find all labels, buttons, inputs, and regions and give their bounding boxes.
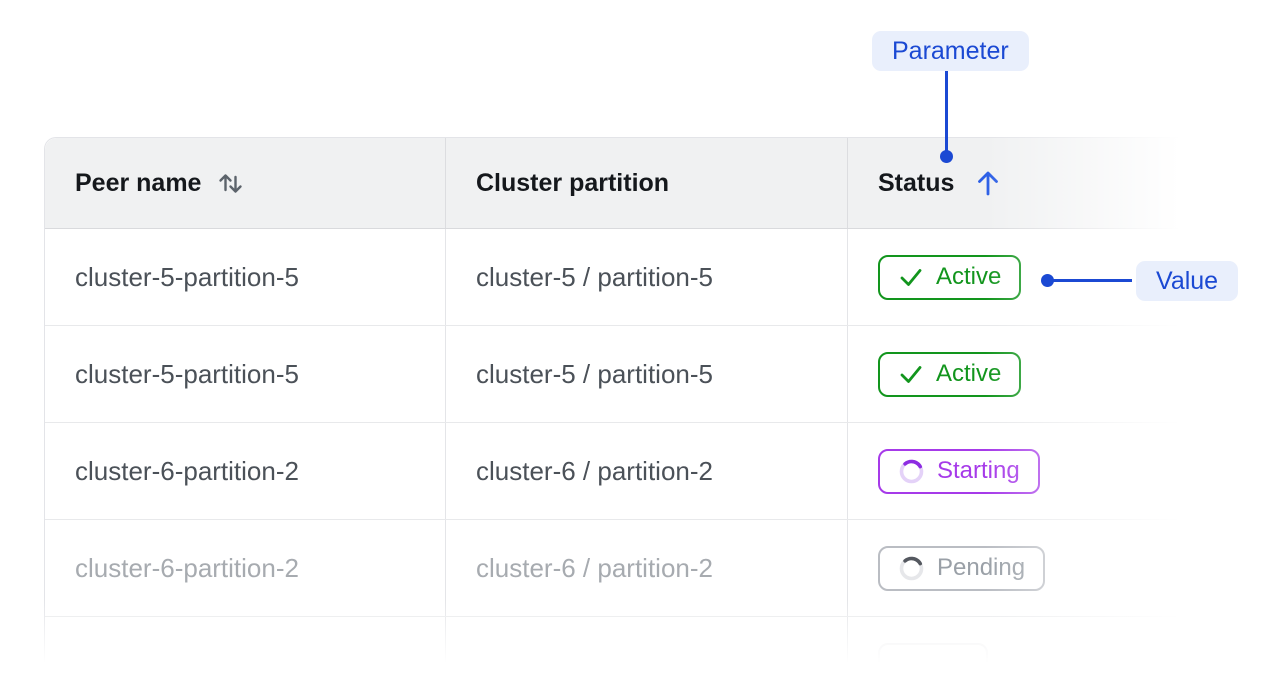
status-cell: Starting [848, 423, 1272, 519]
parameter-connector-dot [940, 150, 953, 163]
sort-both-icon [217, 169, 244, 198]
status-badge-label: Pending [937, 554, 1026, 581]
table-body: cluster-5-partition-5 cluster-5 / partit… [45, 229, 1272, 688]
column-header-status[interactable]: Status [848, 138, 1272, 228]
parameter-connector-line [945, 71, 948, 152]
table-row[interactable]: cluster-6-partition-2 cluster-6 / partit… [45, 520, 1272, 617]
spinner-icon [898, 555, 925, 582]
check-icon [898, 264, 924, 290]
cluster-partition-cell [446, 617, 848, 688]
table-header-row: Peer name Cluster partition Status [45, 138, 1272, 229]
cluster-partition-cell: cluster-5 / partition-5 [446, 229, 848, 325]
cluster-partition-cell: cluster-5 / partition-5 [446, 326, 848, 422]
peer-name-cell: cluster-6-partition-2 [45, 423, 446, 519]
status-badge: Pending [878, 545, 1046, 591]
status-badge-label: Starting [937, 457, 1020, 484]
check-icon [898, 361, 924, 387]
peer-name-cell [45, 617, 446, 688]
column-header-peer-name[interactable]: Peer name [45, 138, 446, 228]
status-badge: Active [878, 351, 1022, 397]
spinner-icon [898, 458, 925, 485]
value-connector-line [1051, 279, 1132, 282]
peer-name-cell: cluster-5-partition-5 [45, 229, 446, 325]
status-badge: Starting [878, 448, 1040, 494]
column-header-cluster-partition[interactable]: Cluster partition [446, 138, 848, 228]
peer-name-cell: cluster-5-partition-5 [45, 326, 446, 422]
parameter-annotation-pill: Parameter [872, 31, 1029, 71]
sort-ascending-icon [976, 169, 1000, 197]
value-annotation-pill: Value [1136, 261, 1239, 301]
cluster-partition-header-label: Cluster partition [476, 168, 670, 197]
status-badge: Active [878, 254, 1022, 300]
status-badge-label: Active [936, 263, 1002, 290]
status-cell: Pending [848, 520, 1272, 616]
status-cell [848, 617, 1272, 688]
status-badge [878, 642, 988, 688]
peers-table: Peer name Cluster partition Status [44, 137, 1272, 688]
status-cell: Active [848, 326, 1272, 422]
peer-name-header-label: Peer name [75, 168, 202, 197]
cluster-partition-cell: cluster-6 / partition-2 [446, 423, 848, 519]
status-badge-label: Active [936, 360, 1002, 387]
cluster-partition-cell: cluster-6 / partition-2 [446, 520, 848, 616]
peer-name-cell: cluster-6-partition-2 [45, 520, 446, 616]
table-row[interactable]: cluster-5-partition-5 cluster-5 / partit… [45, 229, 1272, 326]
table-row[interactable]: cluster-6-partition-2 cluster-6 / partit… [45, 423, 1272, 520]
table-row[interactable] [45, 617, 1272, 688]
status-header-label: Status [878, 168, 955, 197]
table-row[interactable]: cluster-5-partition-5 cluster-5 / partit… [45, 326, 1272, 423]
